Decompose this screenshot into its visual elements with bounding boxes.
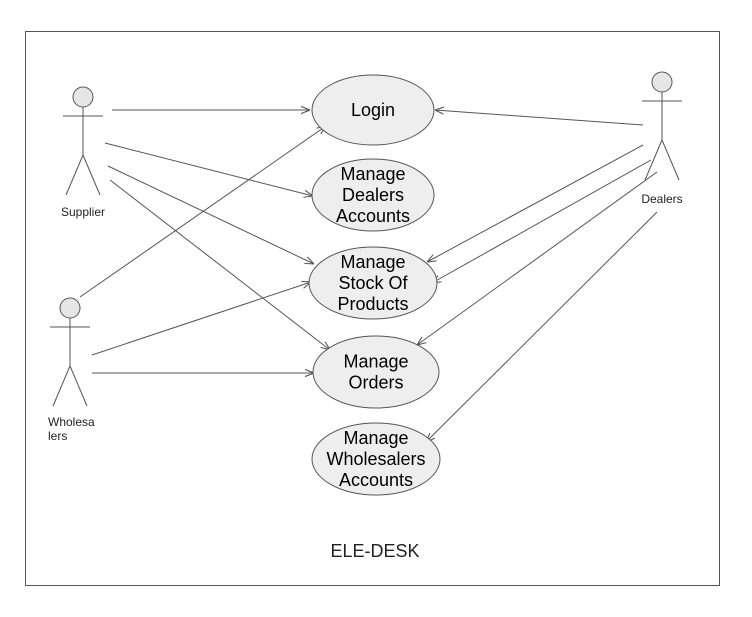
use-case-label: Accounts xyxy=(336,206,410,226)
association-supplier-to-dealers-accounts xyxy=(104,142,313,196)
association-supplier-to-orders xyxy=(109,179,330,350)
actor-body xyxy=(50,318,90,407)
actor-head xyxy=(651,71,673,93)
association-dealers-to-stock xyxy=(427,144,644,262)
system-boundary xyxy=(25,31,720,586)
use-case-ellipse xyxy=(312,335,440,409)
use-case-label: Login xyxy=(351,100,395,120)
use-case-label: Products xyxy=(337,294,408,314)
actor-supplier[interactable]: Supplier xyxy=(61,86,105,219)
association-dealers-to-orders xyxy=(417,171,658,345)
use-case-ellipse xyxy=(311,74,435,146)
use-case-ellipse xyxy=(311,158,435,232)
use-case-label: Orders xyxy=(348,373,403,393)
association-wholesalers-to-stock xyxy=(91,282,311,356)
association-dealers-to-login xyxy=(435,110,644,126)
actor-body xyxy=(63,107,103,196)
use-case-label: Manage xyxy=(343,352,408,372)
use-case-label: Dealers xyxy=(342,185,404,205)
association-wholesalers-to-login xyxy=(79,126,326,298)
actor-head xyxy=(72,86,94,108)
actor-wholesalers[interactable]: Wholesalers xyxy=(48,297,95,443)
actor-label: lers xyxy=(48,429,67,443)
associations xyxy=(79,110,658,442)
actor-body xyxy=(642,92,682,181)
actor-head xyxy=(59,297,81,319)
use-case-label: Stock Of xyxy=(338,273,408,293)
actor-label: Dealers xyxy=(641,192,682,206)
use-case-login[interactable]: Login xyxy=(311,74,435,146)
association-supplier-to-stock xyxy=(107,165,314,264)
system-name: ELE-DESK xyxy=(330,541,419,561)
use-case-ellipse xyxy=(311,422,441,496)
use-case-ellipse xyxy=(308,246,438,320)
association-dealers-to-wholesalers-accounts xyxy=(426,211,658,442)
use-case-label: Manage xyxy=(340,164,405,184)
use-case-label: Manage xyxy=(343,428,408,448)
actor-label: Wholesa xyxy=(48,415,95,429)
association-dealers-to-stock xyxy=(432,159,652,283)
actor-dealers[interactable]: Dealers xyxy=(641,71,683,206)
actor-label: Supplier xyxy=(61,205,105,219)
use-case-label: Accounts xyxy=(339,470,413,490)
use-case-label: Manage xyxy=(340,252,405,272)
use-case-label: Wholesalers xyxy=(326,449,425,469)
